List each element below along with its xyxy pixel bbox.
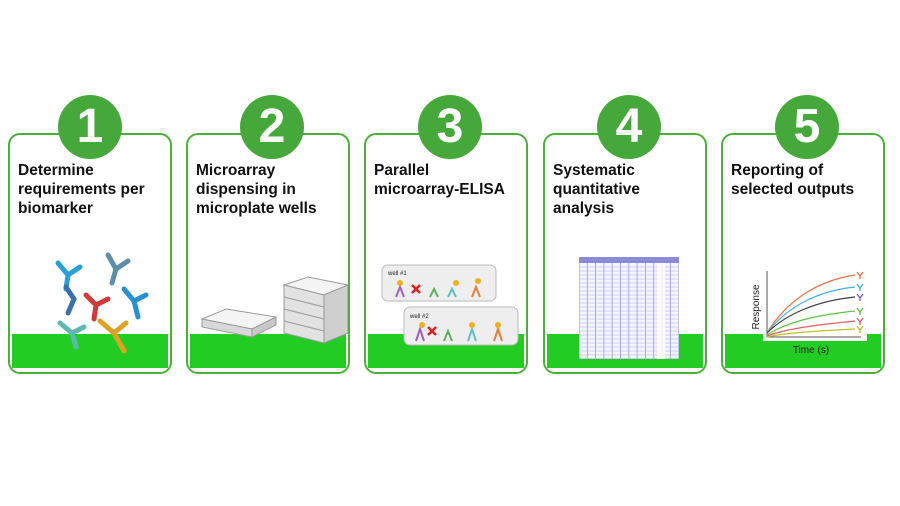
step-number-badge: 5: [775, 95, 839, 159]
step-title: Reporting of selected outputs: [731, 162, 855, 198]
step-card: Microarray dispensing in microplate well…: [186, 133, 350, 374]
microplates-icon: [200, 276, 348, 344]
data-table-icon: [579, 257, 679, 359]
step-title: Parallel microarray-ELISA: [374, 162, 505, 198]
antibodies-icon: [55, 252, 149, 354]
ground-bar: [12, 334, 168, 368]
elisa-wells-icon: well #1 well #2: [381, 264, 519, 346]
step-number-badge: 2: [240, 95, 304, 159]
x-axis-label: Time (s): [793, 345, 829, 356]
well-label: well #1: [387, 271, 407, 277]
step-card: Reporting of selected outputs: [721, 133, 885, 374]
y-axis-label: Response: [751, 284, 762, 329]
step-card: Systematic quantitative analysis: [543, 133, 707, 374]
step-card: Determine requirements per biomarker: [8, 133, 172, 374]
step-title: Determine requirements per biomarker: [18, 162, 145, 217]
step-number-badge: 4: [597, 95, 661, 159]
step-number-badge: 1: [58, 95, 122, 159]
step-title: Systematic quantitative analysis: [553, 162, 640, 217]
step-title: Microarray dispensing in microplate well…: [196, 162, 317, 217]
step-number-badge: 3: [418, 95, 482, 159]
well-label: well #2: [409, 314, 429, 320]
step-card: Parallel microarray-ELISA well #1 well #…: [364, 133, 528, 374]
response-curves-icon: Response Time (s): [751, 265, 867, 356]
